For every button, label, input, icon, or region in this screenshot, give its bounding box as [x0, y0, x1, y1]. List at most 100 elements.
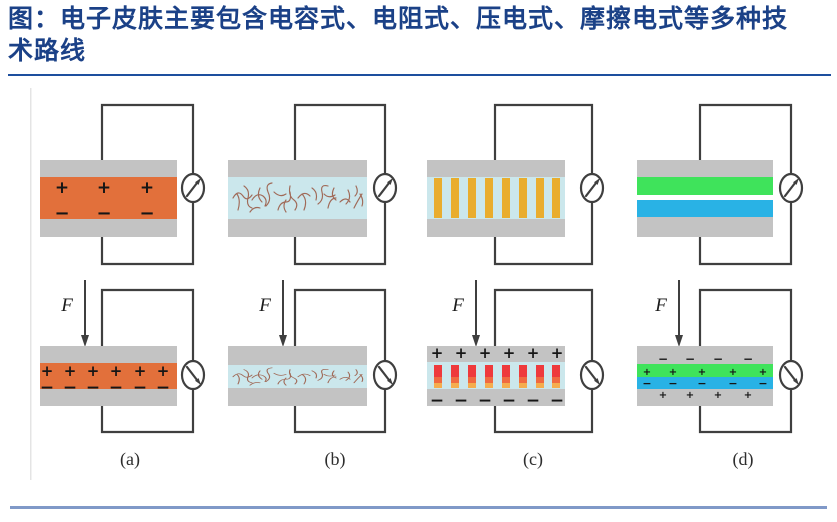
- cell-piezoelectric-pressed: F + + + + + + − − − − −: [427, 280, 605, 470]
- panel-resistive: F (b): [228, 103, 398, 470]
- meter-needle-tip: [793, 178, 799, 185]
- force-arrowhead-icon: [81, 335, 89, 347]
- charge-symbol: −: [133, 378, 147, 398]
- panel-label: (d): [733, 449, 754, 470]
- piezo-rod: [485, 377, 493, 383]
- charge-symbol: −: [743, 352, 753, 366]
- tribo-layer-cyan: [637, 200, 773, 217]
- galvanometer-icon: [579, 172, 605, 204]
- force-arrowhead-icon: [279, 335, 287, 347]
- composite-layer: [228, 365, 367, 388]
- meter-needle: [377, 181, 391, 198]
- sensor-schematic-figure: + + + − − − F + + + + + + − −: [30, 88, 804, 480]
- charge-symbol: −: [54, 203, 69, 224]
- meter-needle: [185, 181, 199, 198]
- piezo-rod: [468, 383, 476, 388]
- figure-title: 图：电子皮肤主要包含电容式、电阻式、压电式、摩擦电式等多种技 术路线: [8, 3, 830, 67]
- charge-symbol: −: [454, 391, 468, 411]
- figure-title-line1: 图：电子皮肤主要包含电容式、电阻式、压电式、摩擦电式等多种技: [8, 4, 789, 33]
- panel-capacitive: + + + − − − F + + + + + + − −: [40, 103, 206, 470]
- cell-capacitive-initial: + + + − − −: [40, 103, 206, 266]
- charge-symbol: −: [40, 378, 54, 398]
- meter-needle: [783, 365, 797, 382]
- dielectric-layer: [40, 363, 177, 389]
- circuit-wire: [293, 103, 387, 266]
- charge-symbol: −: [685, 352, 695, 366]
- circuit-wire: [100, 103, 195, 266]
- meter-needle-tip: [594, 178, 600, 185]
- panel-label: (c): [523, 449, 543, 470]
- piezo-rod: [485, 178, 493, 218]
- charge-symbol: −: [658, 352, 668, 366]
- piezo-rod: [552, 365, 560, 377]
- galvanometer-icon: [180, 172, 206, 204]
- tribo-layer-green: [637, 364, 773, 377]
- meter-needle: [584, 181, 598, 198]
- piezo-rod: [536, 383, 544, 388]
- circuit-wire: [698, 103, 793, 266]
- charge-symbol: −: [139, 203, 154, 224]
- piezo-rod: [468, 365, 476, 377]
- charge-symbol: +: [551, 344, 564, 362]
- piezo-rod: [536, 377, 544, 383]
- galvanometer-icon: [579, 359, 605, 391]
- charge-symbol: −: [96, 203, 111, 224]
- charge-symbol: +: [64, 362, 77, 380]
- meter-needle-tip: [387, 178, 393, 185]
- force-arrowhead-icon: [472, 335, 480, 347]
- piezo-rod: [536, 365, 544, 377]
- charge-symbol: +: [669, 367, 677, 378]
- piezo-rods-charged: [434, 365, 560, 388]
- galvanometer-icon: [778, 172, 804, 204]
- charge-symbol: −: [713, 352, 723, 366]
- matrix-layer: [427, 177, 565, 219]
- force-label: F: [60, 295, 73, 316]
- network-strokes: [232, 367, 364, 386]
- force-arrowhead-icon: [675, 335, 683, 347]
- piezo-rod: [519, 178, 527, 218]
- meter-needle-tip: [387, 378, 393, 385]
- charge-symbol: −: [63, 378, 77, 398]
- figure-title-line2: 术路线: [8, 36, 87, 65]
- force-label: F: [654, 295, 667, 316]
- matrix-layer: [427, 362, 565, 389]
- galvanometer-icon: [372, 359, 398, 391]
- charge-symbol: +: [479, 344, 492, 362]
- galvanometer-icon: [372, 172, 398, 204]
- piezo-rod: [502, 365, 510, 377]
- piezo-rod: [502, 178, 510, 218]
- panel-piezoelectric: F + + + + + + − − − − −: [427, 103, 605, 470]
- charge-symbol: +: [503, 344, 516, 362]
- piezo-rod: [536, 178, 544, 218]
- cell-resistive-pressed: F (b): [228, 280, 398, 470]
- charge-symbol: +: [87, 362, 100, 380]
- charge-symbol: +: [110, 362, 123, 380]
- dielectric-layer: [40, 177, 177, 219]
- meter-needle-tip: [195, 178, 201, 185]
- galvanometer-icon: [778, 359, 804, 391]
- charge-symbol: +: [134, 362, 147, 380]
- charge-symbol: +: [55, 178, 69, 198]
- meter-needle: [783, 181, 797, 198]
- force-label: F: [451, 295, 464, 316]
- piezo-rod: [451, 383, 459, 388]
- charge-symbol: −: [697, 377, 706, 390]
- charge-symbol: +: [744, 390, 752, 401]
- panel-label: (b): [325, 449, 346, 470]
- cell-resistive-initial: [228, 103, 398, 266]
- charge-symbol: +: [729, 367, 737, 378]
- charge-symbol: +: [643, 367, 651, 378]
- meter-needle-tip: [594, 378, 600, 385]
- charge-symbol: −: [526, 391, 540, 411]
- piezo-rod: [502, 383, 510, 388]
- conductive-network-texture: [232, 367, 364, 386]
- charge-symbol: +: [686, 390, 694, 401]
- charge-symbol: +: [140, 178, 154, 198]
- charge-symbol: −: [430, 391, 444, 411]
- piezo-rod: [451, 377, 459, 383]
- circuit-wire: [493, 103, 594, 266]
- piezo-rod: [552, 383, 560, 388]
- title-divider: [8, 74, 831, 76]
- charge-symbol: +: [431, 344, 444, 362]
- charge-symbol: −: [728, 377, 737, 390]
